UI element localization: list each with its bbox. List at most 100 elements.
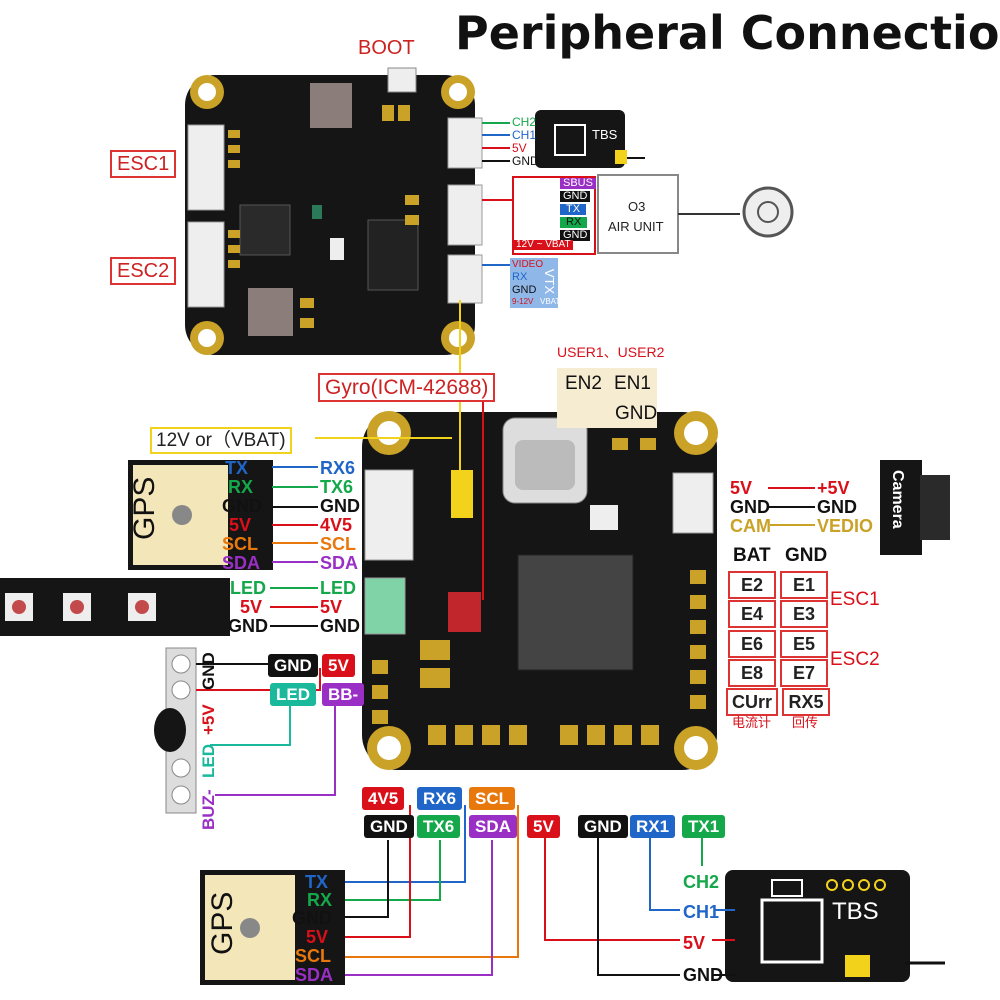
esc-pad-e6: E6 bbox=[728, 630, 776, 658]
tbs-bottom-pin-ch1: CH1 bbox=[683, 902, 720, 922]
led-fc-led: LED bbox=[320, 578, 356, 598]
vbat-option-label: 12V or（VBAT) bbox=[150, 427, 292, 454]
current-cn-label: 电流计 bbox=[732, 715, 772, 730]
bottom-tag-gnd2: GND bbox=[578, 815, 628, 838]
air-unit-label: AIR UNIT bbox=[608, 219, 664, 234]
tbs-top-label: TBS bbox=[592, 127, 618, 142]
gps-top-fc-4v5: 4V5 bbox=[320, 515, 353, 535]
current-pad: CUrr bbox=[726, 688, 778, 716]
gps-bottom-pin-gnd: GND bbox=[292, 908, 332, 928]
bat-label: BAT bbox=[733, 545, 771, 566]
gps-top-fc-sda: SDA bbox=[320, 553, 359, 573]
rx5-pad: RX5 bbox=[782, 688, 830, 716]
o3-air-unit bbox=[597, 174, 794, 254]
gps-top-fc-rx6: RX6 bbox=[320, 458, 356, 478]
vtx-pin-gnd: GND bbox=[512, 284, 537, 296]
led-strip bbox=[0, 578, 230, 636]
buzzer-tag-bb: BB- bbox=[322, 683, 365, 706]
gps-bottom-label: GPS bbox=[206, 891, 239, 955]
bottom-tag-tx6: TX6 bbox=[417, 815, 461, 838]
tbs-bottom-pin-ch2: CH2 bbox=[683, 872, 720, 892]
gps-bottom-pin-scl: SCL bbox=[295, 946, 331, 966]
gps-bottom-pin-rx: RX bbox=[307, 890, 333, 910]
tbs-bottom-pin-gnd: GND bbox=[683, 965, 723, 985]
o3-pin-rx: RX bbox=[560, 217, 588, 228]
tbs-receiver-top bbox=[535, 110, 645, 168]
gps-top-fc-tx6: TX6 bbox=[320, 477, 354, 497]
o3-pin-tx: TX bbox=[560, 204, 587, 215]
gps-top-label: GPS bbox=[128, 476, 161, 540]
user-pads-label: USER1、USER2 bbox=[557, 344, 665, 360]
top-rx-ch2: CH2 bbox=[512, 115, 537, 129]
esc-pad-e8: E8 bbox=[728, 659, 776, 687]
buzzer-tag-gnd: GND bbox=[268, 654, 318, 677]
led-fc-5v: 5V bbox=[320, 597, 343, 617]
cam-pin-5v: +5V bbox=[817, 478, 850, 498]
buzzer-board bbox=[154, 647, 197, 814]
tbs-bottom-pin-5v: 5V bbox=[683, 933, 706, 953]
cam-fc-5v: 5V bbox=[730, 478, 753, 498]
esc-pad-e2: E2 bbox=[728, 571, 776, 599]
led-strip-pin-5v: 5V bbox=[240, 597, 263, 617]
en-box bbox=[557, 368, 657, 428]
camera-body bbox=[880, 460, 950, 555]
led-fc-gnd: GND bbox=[320, 616, 360, 636]
o3-pin-gnd2: GND bbox=[560, 230, 591, 241]
led-strip-pin-led: LED bbox=[230, 578, 266, 598]
gyro-label: Gyro(ICM-42688) bbox=[318, 373, 496, 402]
vtx-pin-rx: RX bbox=[512, 271, 528, 283]
en2-label: EN2 bbox=[565, 373, 602, 394]
gps-top-fc-scl: SCL bbox=[320, 534, 356, 554]
gps-module-top bbox=[128, 460, 273, 570]
bottom-tag-rx1: RX1 bbox=[630, 815, 676, 838]
top-rx-gnd: GND bbox=[512, 154, 539, 168]
cam-fc-cam: CAM bbox=[730, 516, 771, 536]
esc2-label: ESC2 bbox=[110, 257, 177, 285]
bottom-tag-tx1: TX1 bbox=[682, 815, 726, 838]
gps-module-bottom bbox=[200, 870, 345, 985]
esc-board bbox=[185, 67, 483, 355]
boot-label: BOOT bbox=[358, 37, 415, 59]
esc-pad-e3: E3 bbox=[780, 600, 828, 628]
top-rx-5v: 5V bbox=[512, 141, 527, 155]
en1-label: EN1 bbox=[614, 373, 651, 394]
gps-top-pin-rx: RX bbox=[228, 477, 254, 497]
vtx-pin-power: 9-12V bbox=[512, 297, 534, 306]
vtx-pin-video: VIDEO bbox=[512, 259, 544, 270]
page-title: Peripheral Connection bbox=[455, 6, 1000, 60]
gps-top-pin-gnd: GND bbox=[222, 496, 262, 516]
buzzer-pin-led: LED bbox=[199, 744, 218, 778]
top-rx-ch1: CH1 bbox=[512, 128, 537, 142]
buzzer-pin-buz: BUZ- bbox=[199, 789, 218, 830]
gps-top-pin-sda: SDA bbox=[222, 553, 261, 573]
bottom-tag-4v5: 4V5 bbox=[362, 787, 405, 810]
gps-top-fc-gnd: GND bbox=[320, 496, 360, 516]
cam-pin-video: VEDIO bbox=[817, 516, 874, 536]
wires bbox=[196, 122, 815, 976]
esc-pad-e1: E1 bbox=[780, 571, 828, 599]
o3-pin-gnd1: GND bbox=[560, 191, 591, 202]
bottom-tag-gnd1: GND bbox=[364, 815, 414, 838]
buzzer-pin-gnd: GND bbox=[199, 652, 218, 690]
rx5-cn-label: 回传 bbox=[792, 715, 819, 730]
buzzer-tag-5v: 5V bbox=[322, 654, 355, 677]
vtx-pin-box bbox=[510, 258, 558, 308]
esc-pad-e4: E4 bbox=[728, 600, 776, 628]
led-strip-pin-gnd: GND bbox=[228, 616, 268, 636]
bottom-tag-5v: 5V bbox=[527, 815, 560, 838]
buzzer-tag-led: LED bbox=[270, 683, 316, 706]
bottom-tag-sda: SDA bbox=[469, 815, 517, 838]
esc1-right-label: ESC1 bbox=[830, 589, 880, 610]
esc2-right-label: ESC2 bbox=[830, 649, 880, 670]
esc-pad-e5: E5 bbox=[780, 630, 828, 658]
flight-controller-board bbox=[362, 411, 718, 770]
esc-pad-e7: E7 bbox=[780, 659, 828, 687]
vtx-label: VTX bbox=[542, 268, 558, 295]
tbs-bottom-label: TBS bbox=[832, 898, 879, 925]
o3-pin-sbus: SBUS bbox=[560, 178, 596, 189]
vtx-vbat-small: VBAT bbox=[540, 297, 561, 306]
cam-pin-gnd: GND bbox=[817, 497, 857, 517]
camera-label: Camera bbox=[889, 470, 906, 529]
gps-bottom-pin-5v: 5V bbox=[306, 927, 329, 947]
